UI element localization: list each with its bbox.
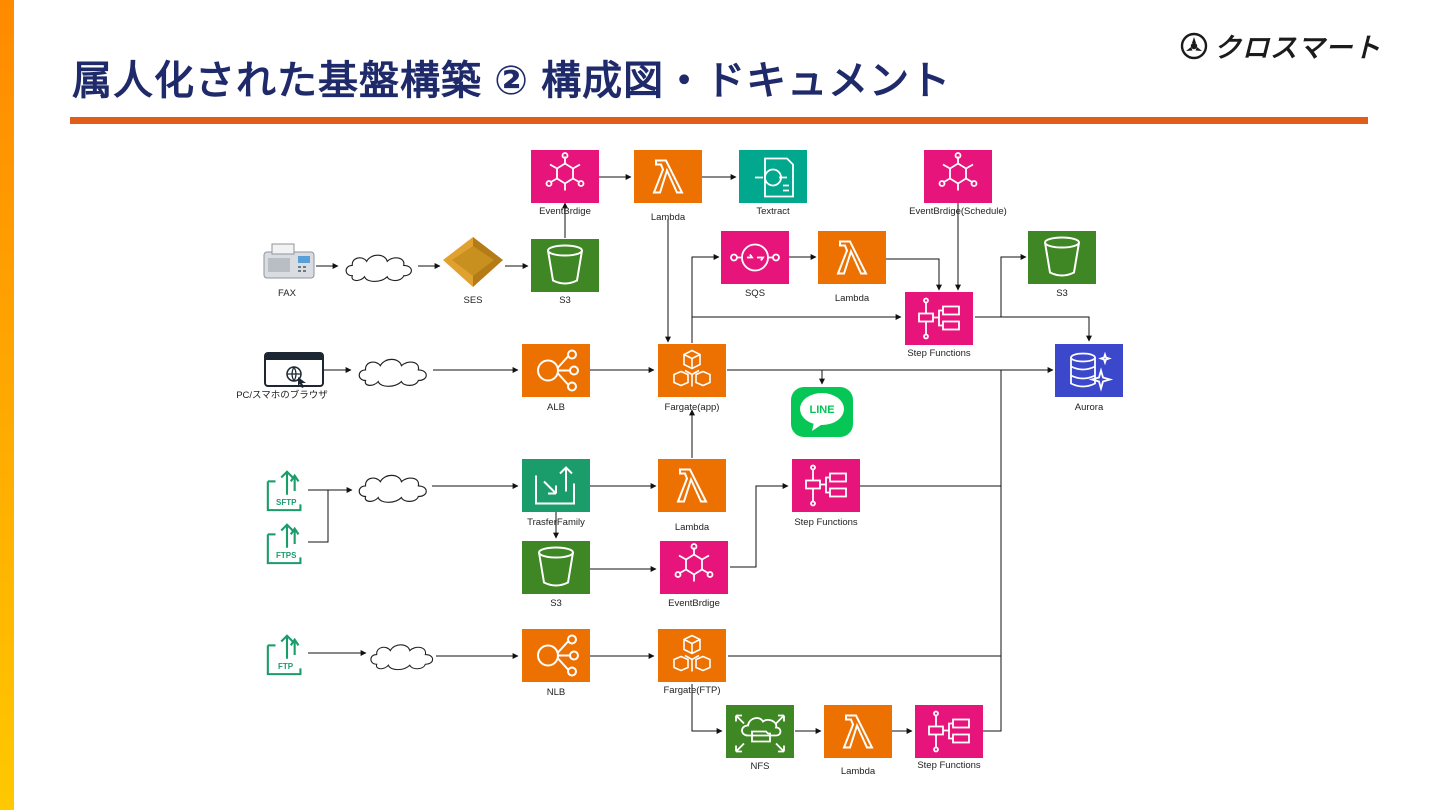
alb-label: ALB (547, 402, 565, 413)
fax-machine-icon (263, 243, 315, 279)
alb-node: ALB (522, 344, 590, 413)
nlb-node: NLB (522, 629, 590, 698)
title-underline (70, 117, 1368, 124)
s3-top-node: S3 (531, 239, 599, 306)
nlb-label: NLB (547, 687, 565, 698)
lambda-bottom-node: Lambda (824, 705, 892, 777)
s3-top-label: S3 (559, 295, 571, 306)
lambda-sqs-label: Lambda (835, 293, 870, 304)
s3-mid-label: S3 (550, 598, 562, 609)
nfs-node: NFS (726, 705, 794, 772)
sftp-label: SFTP (276, 498, 297, 507)
fargate-ftp-node: Fargate(FTP) (658, 629, 726, 696)
fax-label: FAX (278, 288, 297, 299)
browser-window-icon (264, 352, 324, 388)
lambda-sqs-node: Lambda (818, 231, 886, 304)
nfs-label: NFS (751, 761, 770, 772)
eventbridge-mid-label: EventBrdige (668, 598, 720, 609)
lambda-top-node: Lambda (634, 150, 702, 223)
accent-side-bar (0, 0, 14, 810)
lambda-bottom-label: Lambda (841, 766, 876, 777)
ses-icon (452, 246, 494, 276)
step-functions-bottom-node: Step Functions (915, 705, 983, 771)
line-bubble-icon (800, 393, 844, 425)
slide-title: 属人化された基盤構築 ② 構成図・ドキュメント (72, 59, 952, 103)
ftp-label: FTP (278, 662, 294, 671)
line-node: LINE (791, 387, 853, 437)
eventbridge-mid-node: EventBrdige (660, 541, 728, 609)
aurora-label: Aurora (1075, 402, 1104, 413)
internet-cloud-ftp (370, 644, 434, 671)
ftp-node: FTP (266, 634, 302, 676)
ses-node: SES (443, 237, 503, 306)
step-functions-top-node: Step Functions (905, 292, 973, 359)
s3-mid-node: S3 (522, 541, 590, 609)
eventbridge-schedule-node: EventBrdige(Schedule) (909, 150, 1007, 217)
transfer-family-label: TrasferFamily (527, 517, 585, 528)
sqs-node: SQS (721, 231, 789, 299)
step-functions-mid-node: Step Functions (792, 459, 860, 528)
internet-cloud-fax (345, 254, 412, 282)
fargate-app-node: Fargate(app) (658, 344, 726, 413)
s3-right-node: S3 (1028, 231, 1096, 299)
ftps-label: FTPS (276, 551, 297, 560)
aurora-node: Aurora (1055, 344, 1123, 413)
sftp-node: SFTP (266, 470, 302, 512)
lambda-mid-node: Lambda (658, 459, 726, 533)
internet-cloud-sftp (358, 474, 427, 503)
ses-label: SES (463, 295, 482, 306)
fargate-ftp-label: Fargate(FTP) (663, 685, 720, 696)
step-functions-mid-label: Step Functions (794, 517, 858, 528)
internet-cloud-browser (358, 358, 427, 387)
eventbridge-top-label: EventBrdige (539, 206, 591, 217)
logo-text: クロスマート (1214, 33, 1382, 63)
ftps-node: FTPS (266, 523, 302, 565)
browser-label: PC/スマホのブラウザ (236, 389, 328, 401)
textract-label: Textract (756, 206, 790, 217)
step-functions-top-label: Step Functions (907, 348, 971, 359)
lambda-mid-label: Lambda (675, 522, 710, 533)
sqs-label: SQS (745, 288, 765, 299)
browser-node: PC/スマホのブラウザ (236, 352, 328, 401)
fargate-app-label: Fargate(app) (665, 402, 720, 413)
company-logo: クロスマート (1180, 26, 1381, 65)
logo-mark-icon (1180, 32, 1208, 59)
fax-node: FAX (263, 243, 315, 299)
step-functions-bottom-label: Step Functions (917, 760, 981, 771)
s3-right-label: S3 (1056, 288, 1068, 299)
eventbridge-schedule-label: EventBrdige(Schedule) (909, 206, 1007, 217)
textract-node: Textract (739, 150, 807, 217)
eventbridge-top-node: EventBrdige (531, 150, 599, 217)
lambda-top-label: Lambda (651, 212, 686, 223)
transfer-family-node: TrasferFamily (522, 459, 590, 528)
line-logo-text: LINE (809, 404, 834, 416)
